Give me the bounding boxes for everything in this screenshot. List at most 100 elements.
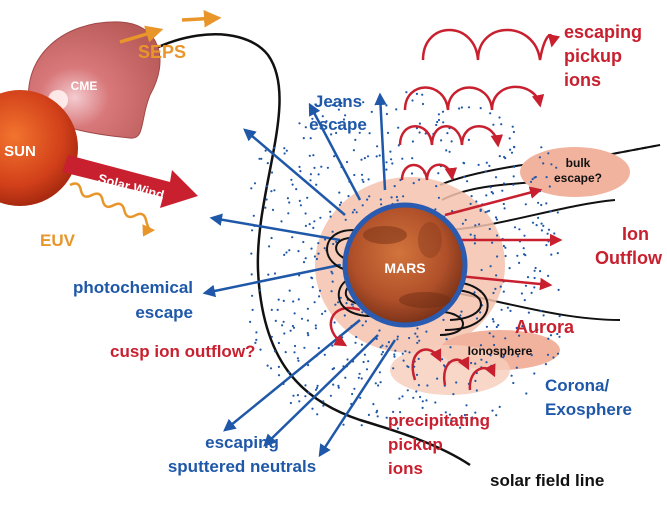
neutral-particle-dot — [415, 92, 418, 95]
neutral-particle-dot — [281, 324, 284, 327]
neutral-particle-dot — [358, 372, 361, 375]
neutral-particle-dot — [366, 155, 370, 158]
neutral-particle-dot — [391, 162, 394, 165]
neutral-particle-dot — [385, 112, 388, 116]
neutral-particle-dot — [329, 210, 332, 213]
neutral-particle-dot — [460, 310, 463, 313]
escaping-pickup-ions-label-line3: ions — [564, 70, 601, 90]
neutral-particle-dot — [353, 208, 356, 211]
neutral-particle-dot — [489, 186, 492, 189]
neutral-particle-dot — [459, 314, 462, 317]
neutral-particle-dot — [524, 203, 527, 206]
neutral-particle-dot — [474, 379, 477, 382]
neutral-particle-dot — [557, 288, 560, 291]
neutral-particle-dot — [317, 252, 320, 255]
neutral-particle-dot — [480, 358, 483, 361]
neutral-particle-dot — [392, 410, 395, 413]
neutral-particle-dot — [332, 367, 336, 370]
neutral-particle-dot — [455, 381, 458, 384]
neutral-particle-dot — [421, 400, 424, 403]
neutral-particle-dot — [335, 240, 338, 243]
neutral-particle-dot — [465, 404, 468, 407]
neutral-particle-dot — [474, 411, 477, 414]
neutral-particle-dot — [467, 106, 471, 109]
neutral-particle-dot — [531, 178, 534, 181]
neutral-particle-dot — [504, 246, 507, 249]
neutral-particle-dot — [408, 351, 411, 354]
neutral-particle-dot — [318, 289, 322, 292]
neutral-particle-dot — [317, 347, 320, 350]
neutral-particle-dot — [459, 426, 462, 429]
neutral-particle-dot — [411, 157, 414, 160]
neutral-particle-dot — [421, 102, 425, 106]
neutral-particle-dot — [533, 269, 536, 272]
neutral-particle-dot — [510, 374, 513, 377]
neutral-particle-dot — [443, 384, 446, 387]
neutral-particle-dot — [496, 255, 499, 258]
neutral-particle-dot — [540, 229, 544, 232]
neutral-particle-dot — [545, 202, 548, 205]
neutral-particle-dot — [544, 363, 548, 366]
neutral-particle-dot — [285, 149, 288, 152]
neutral-particle-dot — [304, 395, 307, 398]
neutral-particle-dot — [475, 317, 479, 320]
neutral-particle-dot — [313, 301, 316, 304]
neutral-particle-dot — [406, 389, 409, 392]
cusp-outflow-arrow — [329, 306, 361, 347]
neutral-particle-dot — [470, 195, 473, 198]
neutral-particle-dot — [255, 338, 258, 341]
neutral-particle-dot — [250, 187, 253, 190]
neutral-particle-dot — [509, 148, 512, 151]
neutral-particle-dot — [485, 361, 488, 364]
lower-halo — [390, 345, 510, 395]
neutral-particle-dot — [288, 201, 291, 204]
neutral-particle-dot — [367, 178, 370, 181]
neutral-particle-dot — [469, 233, 472, 236]
neutral-particle-dot — [516, 355, 520, 358]
neutral-particle-dot — [500, 123, 503, 126]
neutral-particle-dot — [265, 185, 269, 188]
neutral-particle-dot — [441, 358, 444, 361]
neutral-particle-dot — [330, 270, 333, 273]
euv-wave — [69, 182, 156, 237]
neutral-particle-dot — [531, 221, 535, 224]
neutral-particle-dot — [475, 200, 478, 203]
neutral-particle-dot — [414, 332, 417, 335]
neutral-particle-dot — [360, 424, 363, 427]
neutral-particle-dot — [461, 222, 464, 225]
neutral-particle-dot — [398, 397, 401, 400]
neutral-particle-dot — [521, 325, 524, 328]
neutral-particle-dot — [313, 166, 316, 169]
neutral-particle-dot — [542, 224, 545, 227]
neutral-particle-dot — [277, 374, 281, 377]
neutral-particle-dot — [333, 155, 336, 158]
precipitating-ion-arcs — [411, 348, 496, 391]
neutral-particle-dot — [508, 267, 511, 270]
neutral-particle-dot — [503, 207, 506, 210]
neutral-particle-dot — [361, 311, 364, 314]
neutral-particle-dot — [355, 211, 358, 214]
neutral-particle-dot — [299, 170, 302, 173]
neutral-particle-dot — [434, 401, 437, 404]
neutral-particle-dot — [542, 314, 545, 317]
neutral-particle-dot — [289, 401, 292, 405]
neutral-particle-dot — [337, 108, 340, 111]
neutral-particle-dot — [522, 247, 525, 250]
neutral-particle-dot — [450, 140, 453, 143]
neutral-particle-dot — [479, 311, 482, 314]
neutral-particle-dot — [258, 157, 261, 160]
neutral-particle-dot — [277, 341, 280, 345]
neutral-particle-dot — [393, 185, 396, 188]
neutral-particles — [249, 91, 561, 430]
neutral-particle-dot — [526, 276, 530, 279]
neutral-particle-dot — [332, 383, 335, 386]
neutral-particle-dot — [380, 353, 383, 356]
neutral-particle-dot — [266, 364, 269, 367]
neutral-particle-dot — [375, 155, 378, 158]
neutral-particle-dot — [260, 157, 263, 160]
neutral-particle-dot — [445, 149, 448, 152]
blue-escape-arrows — [202, 92, 397, 458]
neutral-particle-dot — [492, 123, 495, 126]
neutral-particle-dot — [297, 298, 300, 301]
bulk-escape-label-line1: bulk — [566, 156, 591, 170]
